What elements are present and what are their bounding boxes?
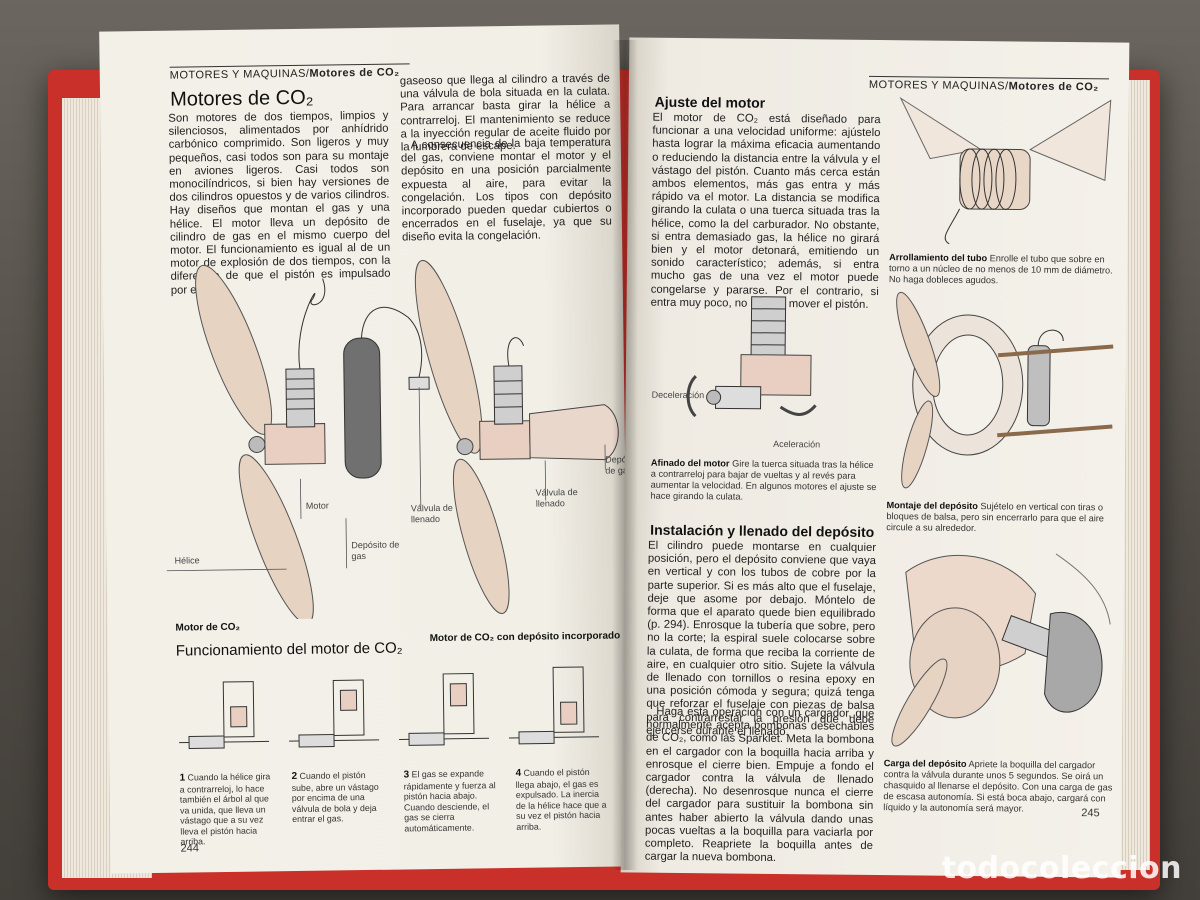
step-text: Cuando el pistón llega abajo, el gas es … (515, 766, 607, 832)
caption-title: Arrollamiento del tubo (889, 252, 988, 264)
charge-caption: Carga del depósito Apriete la boquilla d… (883, 758, 1114, 815)
page-number: 245 (1081, 807, 1100, 820)
caption-title: Carga del depósito (883, 758, 967, 769)
step-number: 1 (179, 772, 186, 784)
running-head: MOTORES Y MAQUINAS/Motores de CO₂ (169, 63, 410, 82)
label-motor: Motor (305, 500, 329, 511)
step-diagram-3 (399, 673, 490, 746)
step-number: 4 (515, 767, 522, 779)
co2-engine-illustration (166, 259, 619, 621)
install-paragraph: Haga esta operación con un cargador, que… (644, 705, 875, 865)
caption-title: Afinado del motor (650, 457, 730, 469)
step-text: Cuando la hélice gira a contrarreloj, lo… (179, 771, 271, 847)
step-number: 2 (291, 770, 298, 783)
figure-caption: Motor de CO₂ (175, 621, 241, 634)
step-caption: 3 El gas se expande rápidamente y fuerza… (403, 768, 496, 833)
coil-illustration (899, 96, 1112, 245)
step-diagram-2 (289, 679, 380, 748)
step-diagrams (179, 666, 600, 749)
motor-right (479, 337, 619, 461)
right-page: MOTORES Y MAQUINAS/Motores de CO₂ Ajuste… (620, 37, 1130, 878)
step-number: 3 (403, 769, 410, 781)
figure-caption: Motor de CO₂ con depósito incorporado (429, 630, 621, 645)
propeller-right (414, 259, 510, 615)
mount-caption: Montaje del depósito Sujételo en vertica… (886, 500, 1116, 535)
propeller-left (195, 264, 314, 621)
label-acceleration: Aceleración (773, 438, 821, 450)
label-propeller: Hélice (174, 555, 200, 566)
step-caption: 2 Cuando el pistón sube, abre un vástago… (291, 770, 384, 825)
label-deceleration: Deceleración (651, 389, 705, 401)
step-diagram-4 (509, 666, 600, 745)
step-text: Cuando el pistón sube, abre un vástago p… (291, 770, 379, 825)
label-fill-valve: Válvula de llenado (535, 487, 578, 509)
motor-left (264, 278, 326, 465)
gas-tank-left (343, 307, 430, 479)
caption-title: Montaje del depósito (886, 500, 978, 512)
label-fill-valve: Válvula de llenado (410, 502, 453, 525)
tank-charge-illustration (891, 553, 1111, 747)
section-heading: Funcionamiento del motor de CO₂ (175, 639, 403, 660)
running-head-section: MOTORES Y MAQUINAS/ (169, 67, 310, 82)
tank-mount-illustration (896, 291, 1114, 489)
running-head-topic: Motores de CO₂ (309, 66, 400, 80)
page-title: Motores de CO₂ (169, 86, 314, 111)
section-heading: Instalación y llenado del depósito (650, 521, 875, 540)
step-diagram-1 (179, 681, 270, 749)
page-number: 244 (180, 842, 200, 855)
label-gas-tank: Depósito de gas (351, 539, 400, 562)
section-heading: Ajuste del motor (654, 93, 766, 111)
left-page: MOTORES Y MAQUINAS/Motores de CO₂ Motore… (99, 24, 631, 874)
coil-caption: Arrollamiento del tubo Enrolle el tubo q… (889, 252, 1119, 287)
step-caption: 4 Cuando el pistón llega abajo, el gas e… (515, 767, 608, 832)
watermark-text: todocoleccion (941, 851, 1182, 886)
step-caption: 1 Cuando la hélice gira a contrarreloj, … (180, 771, 273, 847)
step-text: El gas se expande rápidamente y fuerza a… (403, 768, 496, 833)
tuning-caption: Afinado del motor Gire la tuerca situada… (651, 458, 877, 504)
watermark: todocoleccion (942, 851, 1182, 886)
intro-paragraph: A consecuencia de la baja temperatura de… (400, 136, 612, 244)
tuning-illustration (686, 296, 817, 418)
